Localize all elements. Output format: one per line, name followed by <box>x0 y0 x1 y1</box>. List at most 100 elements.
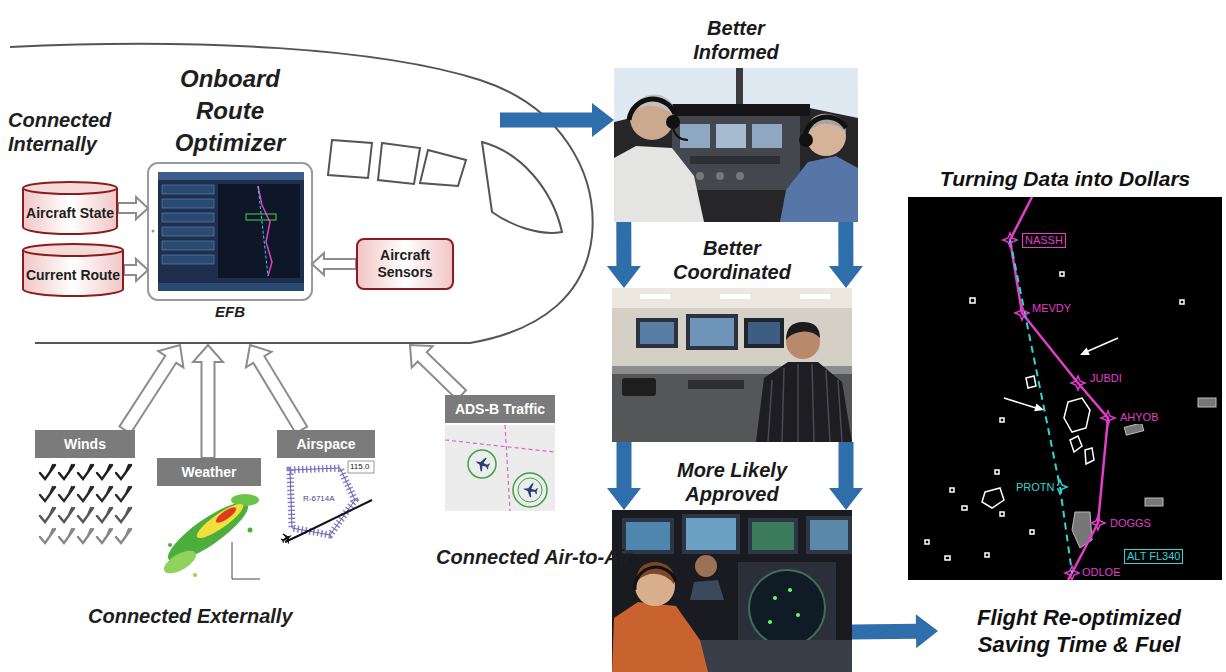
aircraft-outline <box>10 44 593 343</box>
route-map <box>908 197 1222 580</box>
winds-image <box>35 460 135 546</box>
weather-cell <box>925 540 929 544</box>
airspace-image <box>279 530 295 545</box>
data-feed-arrow <box>118 197 148 219</box>
efb-tablet-drawing <box>152 230 155 233</box>
weather-radar-image <box>168 543 172 547</box>
aircraft-region: Connected InternallyAircraft StateCurren… <box>0 0 500 345</box>
aircraft-outline <box>420 150 466 186</box>
winds-image <box>78 487 93 501</box>
route-map <box>1080 348 1090 355</box>
winds-image <box>59 529 74 543</box>
weather-radar-image <box>232 542 260 579</box>
coordination-photo <box>756 362 852 442</box>
coordination-photo <box>622 378 656 396</box>
efb-tablet: Onboard Route OptimizerEFB <box>148 163 312 300</box>
route-map <box>1015 306 1029 320</box>
approval-photo <box>748 518 798 554</box>
route-map <box>1010 240 1072 573</box>
cockpit-photo <box>799 133 813 147</box>
winds-image <box>78 529 93 543</box>
adsb-traffic-image <box>445 425 555 511</box>
approval-photo <box>788 588 792 592</box>
weather-radar-image <box>248 528 253 533</box>
cockpit-photo <box>690 156 780 164</box>
restricted-area <box>1072 398 1216 548</box>
weather-cell <box>1030 530 1034 534</box>
region-heading: Connected Internally <box>8 108 138 156</box>
coordination-photo <box>720 294 750 299</box>
cockpit-photo <box>716 124 746 148</box>
sensor-box: Aircraft Sensors <box>356 238 454 290</box>
weather-cell <box>925 272 1184 560</box>
weather-radar-image <box>214 505 238 525</box>
approval-photo <box>749 570 825 646</box>
optimizer-title: Onboard Route Optimizer <box>155 63 305 159</box>
winds-image <box>116 529 131 543</box>
data-store-cylinder: Aircraft State <box>22 181 118 235</box>
coordination-photo <box>744 318 784 348</box>
sensor-label: Aircraft Sensors <box>358 247 452 281</box>
restricted-area <box>1124 423 1143 435</box>
winds-image <box>97 508 112 522</box>
weather-cell <box>985 553 989 557</box>
flow-arrow <box>500 103 614 137</box>
approval-photo <box>622 518 674 554</box>
efb-tablet-drawing <box>162 255 214 264</box>
cockpit-photo <box>660 104 810 116</box>
panel-header: Weather <box>157 458 261 486</box>
weather-cell <box>982 488 1004 508</box>
weather-cell <box>995 470 999 474</box>
winds-image <box>97 487 112 501</box>
winds-image <box>97 529 112 543</box>
airspace-image <box>277 460 375 546</box>
weather-cell <box>1060 272 1064 276</box>
route-map <box>1065 566 1079 580</box>
adsb-traffic-image <box>445 440 555 452</box>
coordination-photo <box>800 294 830 299</box>
cockpit-photo <box>736 68 743 106</box>
flow-arrow <box>852 614 938 648</box>
airspace-image <box>285 500 372 542</box>
restricted-area <box>1198 398 1216 407</box>
efb-tablet-drawing <box>258 186 272 276</box>
approval-photo <box>612 602 708 672</box>
flow-arrow <box>829 222 863 288</box>
data-source-panel: Weather <box>157 458 261 580</box>
approval-photo <box>626 522 670 550</box>
coordination-photo <box>768 364 842 442</box>
flow-arrow <box>607 222 641 288</box>
route-map <box>1101 411 1115 425</box>
coordination-photo <box>688 380 744 389</box>
airspace-label: R-6714A <box>303 494 335 504</box>
winds-image <box>78 508 93 522</box>
weather-radar-image <box>193 573 197 577</box>
airspace-label: 115.0 <box>350 462 369 472</box>
restricted-area <box>1145 498 1163 506</box>
efb-tablet-drawing <box>158 172 304 180</box>
cockpit-photo <box>805 117 846 138</box>
winds-image <box>78 465 93 479</box>
efb-tablet-drawing <box>218 184 300 278</box>
weather-cell <box>1000 512 1004 516</box>
efb-tablet-drawing <box>162 227 214 236</box>
cockpit-photo <box>780 156 858 222</box>
approval-photo <box>768 620 772 624</box>
winds-image <box>116 487 131 501</box>
adsb-traffic-image <box>505 425 510 511</box>
approval-photo <box>695 555 717 577</box>
weather-cell <box>970 298 975 303</box>
coordination-photo <box>636 318 678 348</box>
winds-image <box>116 508 131 522</box>
efb-tablet-drawing <box>162 199 214 208</box>
airspace-image <box>277 460 375 546</box>
aircraft-outline <box>328 140 372 178</box>
panel-header: Winds <box>35 430 135 458</box>
route-map <box>1071 376 1085 390</box>
winds-image <box>40 508 55 522</box>
approval-photo <box>796 613 800 617</box>
adsb-traffic-image <box>522 482 539 498</box>
panel-header: Airspace <box>277 430 375 458</box>
